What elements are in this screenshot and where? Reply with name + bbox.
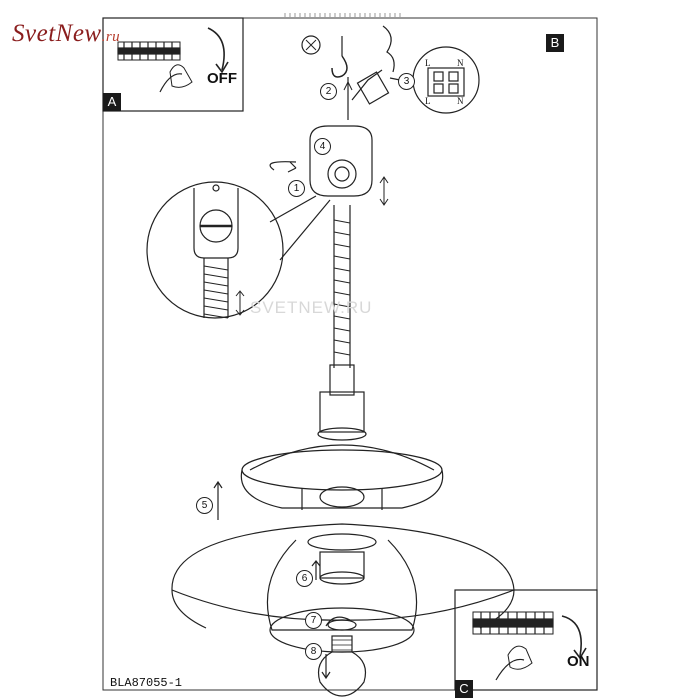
- document-code: BLA87055-1: [110, 676, 183, 690]
- step-arrows: [213, 480, 351, 680]
- lower-shade: [171, 523, 515, 629]
- panel-a-switch-off: [102, 17, 244, 112]
- terminal-l-top: L: [425, 58, 431, 68]
- suspension-cable: [329, 205, 355, 396]
- step-4-marker: 4: [314, 138, 331, 155]
- canopy-zoom-detail: [146, 181, 284, 319]
- panel-b-label: B: [546, 34, 564, 52]
- panel-c-on-text: ON: [567, 653, 590, 670]
- step-3-marker: 3: [398, 73, 415, 90]
- brand-logo: SvetNew.ru: [12, 20, 121, 47]
- terminal-n-top: N: [457, 58, 464, 68]
- watermark-text: SVETNEW.RU: [250, 298, 373, 317]
- terminal-n-bottom: N: [457, 96, 464, 106]
- step-6-marker: 6: [296, 570, 313, 587]
- terminal-l-bottom: L: [425, 96, 431, 106]
- panel-c-label: C: [455, 680, 473, 698]
- inner-diffuser: [266, 533, 418, 653]
- step-7-marker: 7: [305, 612, 322, 629]
- ceiling-hatch: [284, 13, 401, 18]
- panel-a-off-text: OFF: [207, 70, 237, 87]
- step-2-marker: 2: [320, 83, 337, 100]
- panel-a-label: A: [103, 93, 121, 111]
- ceiling-canopy: [269, 125, 389, 261]
- lamp-holder: [317, 391, 367, 441]
- step-5-marker: 5: [196, 497, 213, 514]
- panel-c-switch-on: [454, 589, 598, 691]
- step-8-marker: 8: [305, 643, 322, 660]
- upper-shade: [240, 444, 444, 510]
- step-1-marker: 1: [288, 180, 305, 197]
- light-bulb: [317, 635, 367, 697]
- mounting-parts: [301, 25, 480, 120]
